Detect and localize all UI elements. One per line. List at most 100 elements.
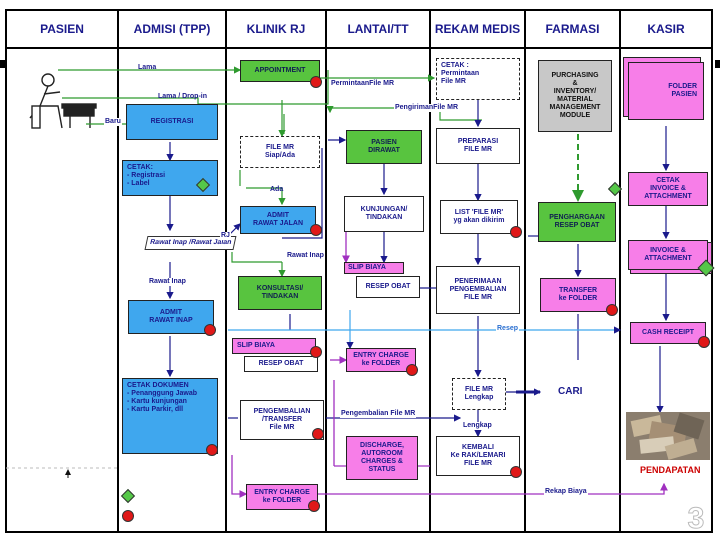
money-photo (626, 412, 710, 460)
text-line: - Penanggung Jawab (127, 390, 198, 398)
text-line: DISCHARGE, (360, 441, 404, 449)
text-line: RESEP OBAT (554, 222, 600, 229)
label-resep: Resep (496, 325, 520, 333)
marker-red-entry-ri (406, 364, 418, 376)
text-line: CETAK: (127, 164, 153, 171)
text-line: PURCHASING (551, 71, 599, 79)
text-line: RAWAT JALAN (252, 220, 304, 227)
text-line: CETAK : (441, 62, 469, 69)
lane-header-farmasi: FARMASI (545, 22, 600, 36)
text-line: ke FOLDER (558, 295, 598, 302)
legend-red-circle (122, 510, 134, 522)
label-lama: Lama (138, 64, 157, 71)
text-line: ADMIT (266, 211, 290, 219)
box-slip-biaya-ri: SLIP BIAYA (344, 262, 404, 274)
box-konsultasi: KONSULTASI/TINDAKAN (238, 276, 322, 310)
marker-red-pengembalian (312, 428, 324, 440)
marker-red-transfer (606, 304, 618, 316)
text-line: LIST 'FILE MR' (454, 208, 504, 216)
text-line: Rawat Jalan (190, 239, 233, 246)
label-ada: Ada (270, 186, 284, 193)
text-line: Rawat Inap / (149, 239, 192, 246)
text-line: SLIP BIAYA (237, 341, 275, 349)
lane-header-admisi: ADMISI (TPP) (133, 22, 211, 36)
label-cari: CARI (558, 386, 583, 397)
lane-header-klinik: KLINIK RJ (246, 22, 306, 36)
marker-red-admit-ri (204, 324, 216, 336)
box-appointment: APPOINTMENT (240, 60, 320, 82)
text-line: Siap/Ada (265, 152, 295, 159)
text-line: APPOINTMENT (254, 66, 306, 74)
box-kunjungan-tindakan: KUNJUNGAN/TINDAKAN (344, 196, 424, 232)
patient-desk-icon (29, 73, 97, 129)
text-line: KONSULTASI/ (256, 284, 304, 292)
text-line: ke FOLDER (262, 497, 302, 504)
text-line: ATTACHMENT (644, 193, 692, 201)
label-rekap-biaya: Rekap Biaya (544, 488, 588, 496)
label-permintaan: PermintaanFile MR (330, 80, 396, 88)
label-lama-dropin: Lama / Drop-in (158, 93, 208, 100)
text-line: PASIEN (671, 91, 697, 98)
box-cash-receipt: CASH RECEIPT (630, 322, 706, 344)
text-line: PENGEMBALIAN (253, 407, 311, 415)
text-line: MANAGEMENT (549, 104, 601, 112)
text-line: REGISTRASI (150, 117, 194, 125)
marker-red-cash (698, 336, 710, 348)
text-line: INVOICE & (650, 184, 686, 192)
text-line: ADMIT (159, 308, 183, 316)
text-line: TRANSFER (558, 286, 598, 294)
text-line: PENGEMBALIAN (449, 285, 507, 293)
text-line: File MR (441, 78, 466, 86)
label-rawat-inap-2: Rawat Inap (148, 278, 187, 286)
text-line: Permintaan (331, 80, 370, 87)
box-invoice-attachment: INVOICE &ATTACHMENT (628, 240, 708, 270)
text-line: - Label (127, 180, 150, 188)
text-line: - Registrasi (127, 172, 166, 180)
text-line: FILE MR (465, 385, 493, 393)
text-line: DIRAWAT (368, 147, 400, 154)
label-pengiriman: PengirimanFile MR (394, 104, 460, 112)
text-line: FOLDER (668, 82, 697, 90)
text-line: PENERIMAAN (454, 277, 502, 285)
marker-red-admit-rj (310, 224, 322, 236)
text-line: RAWAT INAP (149, 317, 193, 324)
text-line: MODULE (559, 112, 591, 120)
text-line: & (572, 79, 578, 87)
text-line: ENTRY CHARGE (353, 351, 409, 359)
text-line: /TRANSFER (261, 415, 303, 423)
lane-header-pasien: PASIEN (40, 22, 84, 36)
text-line: yg akan dikirim (453, 217, 505, 224)
lane-header-lantai: LANTAI/TT (347, 22, 409, 36)
label-rawat-inap-1: Rawat Inap (286, 252, 325, 260)
text-line: RESEP OBAT (258, 359, 304, 367)
text-line: SLIP BIAYA (348, 263, 386, 271)
text-line: - Kartu kunjungan (127, 398, 187, 406)
text-line: CETAK (656, 176, 680, 184)
text-line: Lengkap (464, 394, 494, 401)
page-number: 3 (688, 502, 705, 535)
text-line: File MR (269, 424, 295, 432)
text-line: FILE MR (464, 460, 492, 468)
marker-red-cetak-dok (206, 444, 218, 456)
text-line: RESEP OBAT (365, 282, 411, 290)
text-line: STATUS (368, 466, 396, 474)
label-pengembalian-file: Pengembalian File MR (340, 410, 417, 418)
label-lengkap: Lengkap (462, 422, 493, 430)
